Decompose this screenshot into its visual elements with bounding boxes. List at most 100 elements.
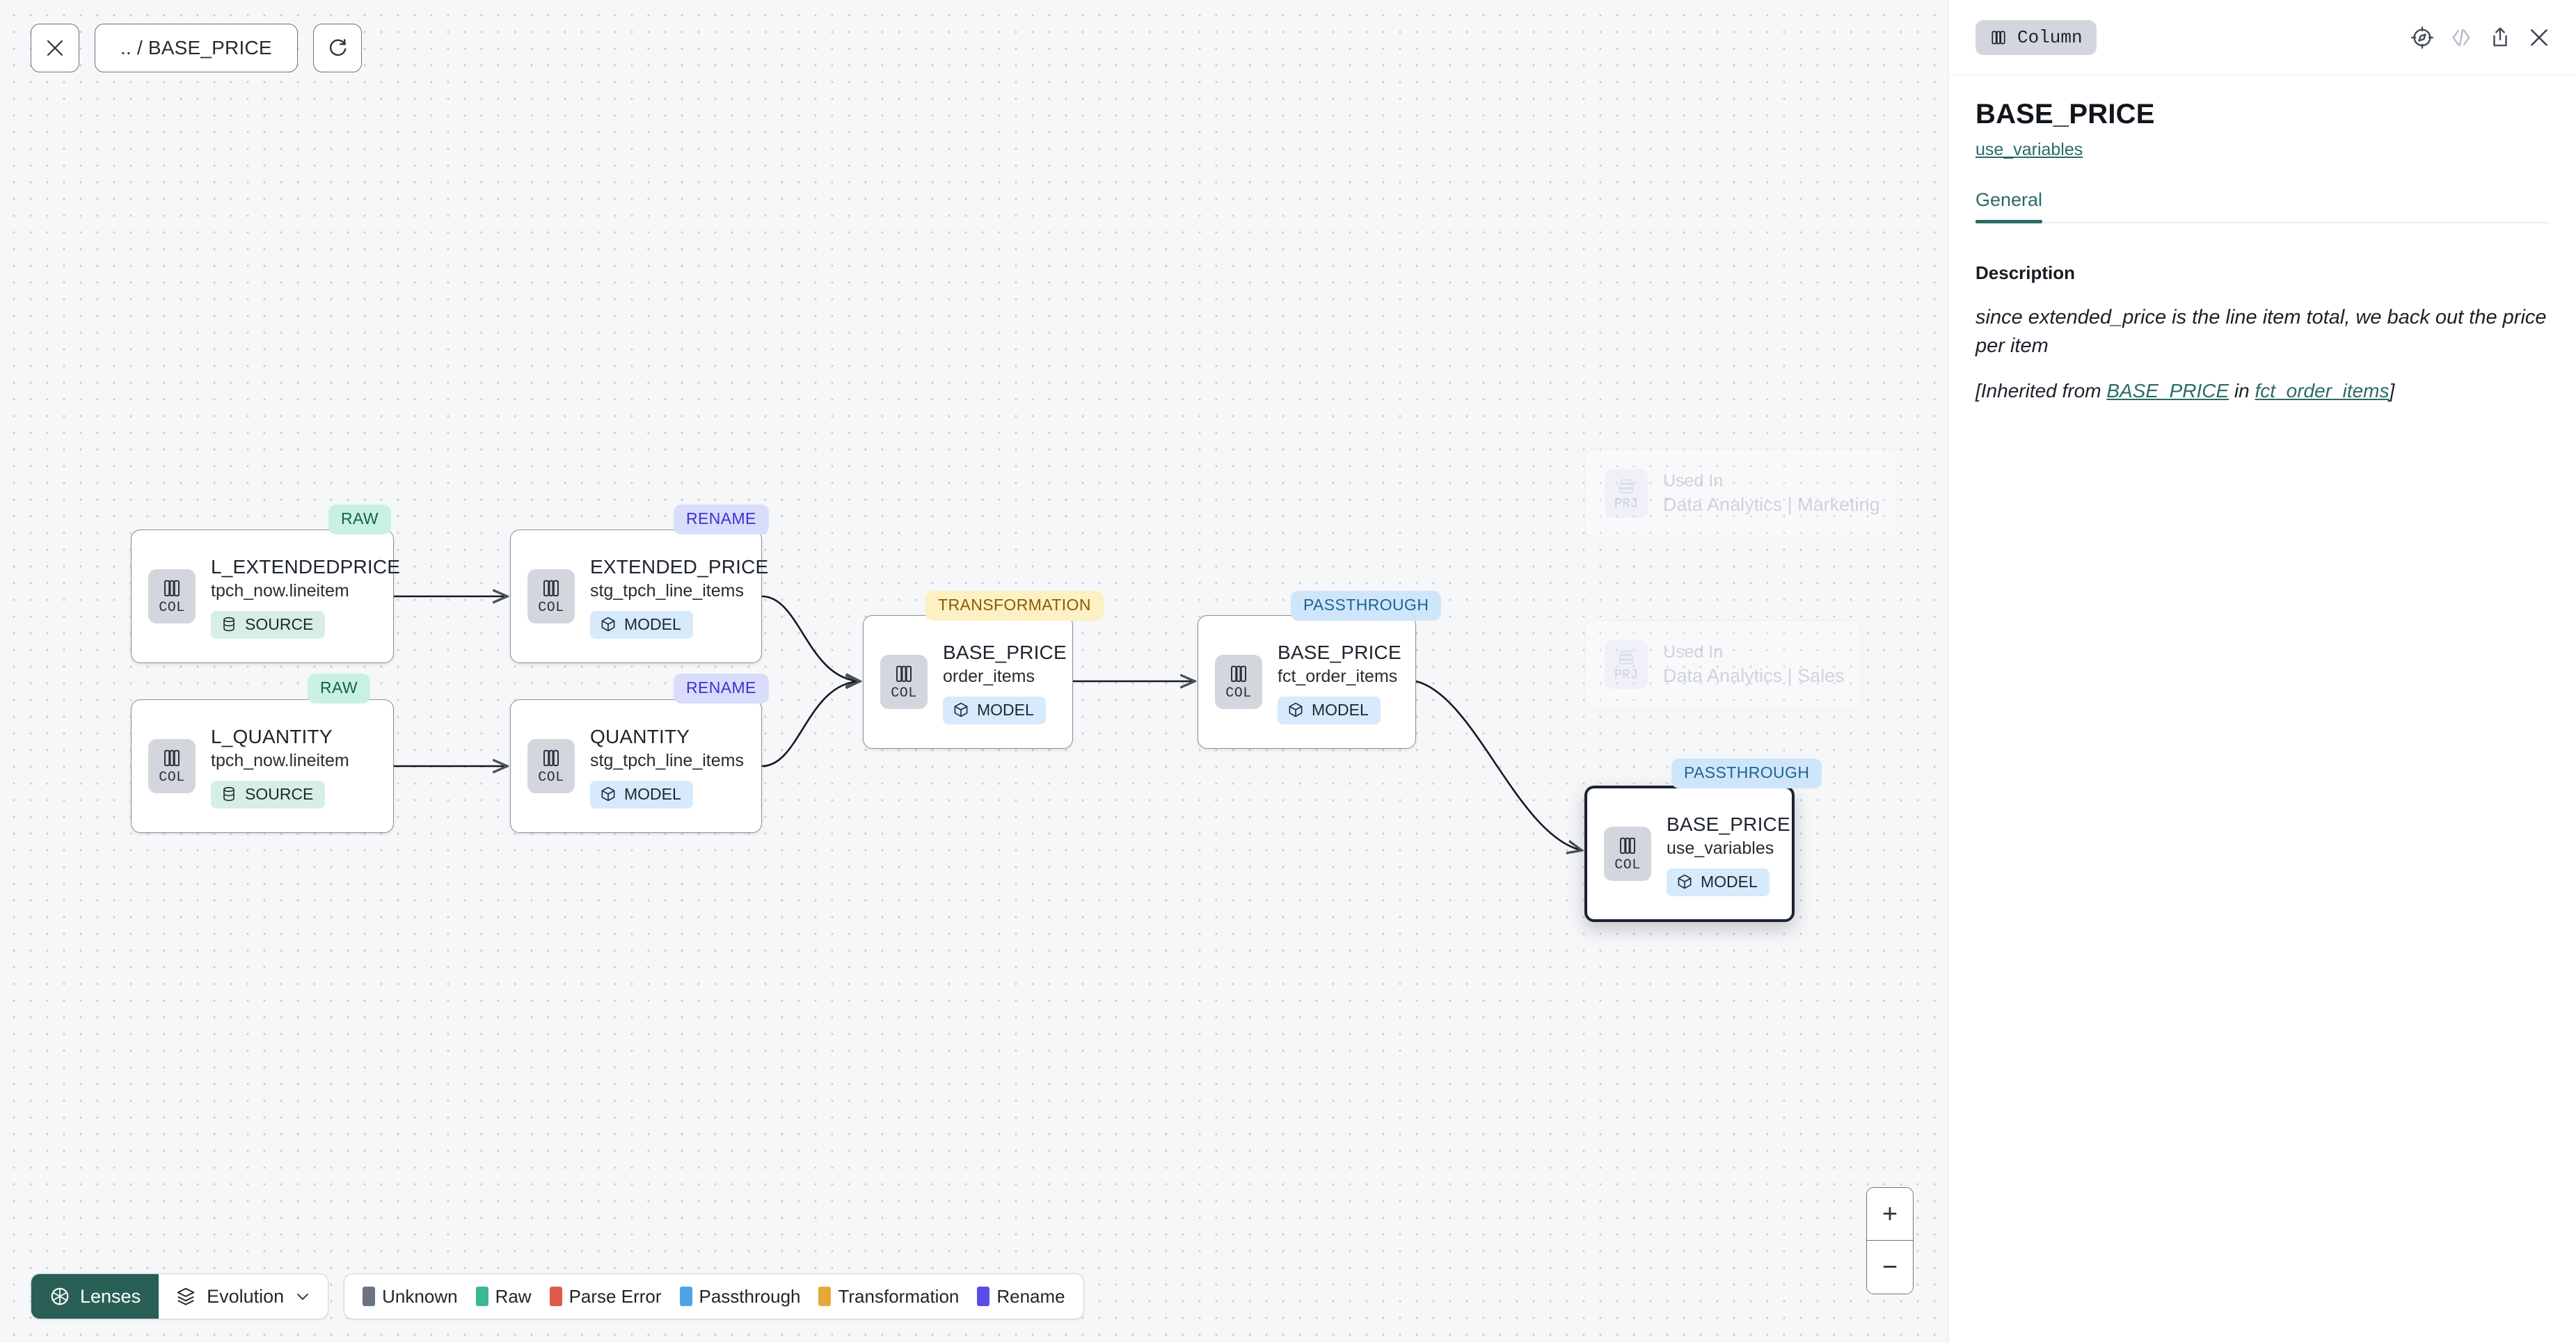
inherited-prefix: [Inherited from (1975, 380, 2107, 402)
close-icon (2531, 29, 2547, 46)
node-type-label: COL (538, 600, 564, 616)
share-icon (2493, 26, 2507, 47)
inherited-column-link[interactable]: BASE_PRICE (2106, 380, 2229, 402)
legend-item[interactable]: Parse Error (549, 1286, 662, 1308)
lens-badge-rename: RENAME (674, 674, 769, 704)
cube-icon (601, 787, 615, 802)
node-type-label: COL (1614, 857, 1641, 873)
panel-tabs: General (1975, 189, 2550, 224)
database-icon (223, 617, 234, 632)
project-icon (1619, 650, 1634, 665)
layers-icon (177, 1287, 195, 1305)
node-type-label: COL (159, 600, 185, 616)
node-kind-label: MODEL (1312, 700, 1369, 719)
node-kind-chip: MODEL (943, 696, 1046, 724)
legend-item[interactable]: Unknown (363, 1286, 458, 1308)
node-type-badge: COL (148, 569, 196, 623)
node-type-badge: COL (1215, 655, 1262, 709)
used-in-value: Data Analytics | Sales (1663, 665, 1845, 686)
legend-label: Transformation (838, 1285, 960, 1307)
node-type-label: COL (538, 770, 564, 786)
legend-swatch (475, 1287, 488, 1306)
node-body: QUANTITY stg_tpch_line_items MODEL (590, 724, 744, 809)
node-title: QUANTITY (590, 726, 690, 748)
column-icon (164, 749, 180, 766)
legend-label: Raw (495, 1285, 532, 1307)
view-code-button[interactable] (2449, 26, 2473, 49)
share-button[interactable] (2488, 26, 2512, 49)
refresh-button[interactable] (312, 24, 362, 72)
inherited-note: [Inherited from BASE_PRICE in fct_order_… (1975, 380, 2550, 402)
node-subtitle: stg_tpch_line_items (590, 751, 744, 771)
lenses-label: Lenses (80, 1285, 141, 1307)
parent-model-link[interactable]: use_variables (1975, 140, 2083, 159)
tab-general[interactable]: General (1975, 189, 2043, 224)
graph-node[interactable]: COL QUANTITY stg_tpch_line_items MODEL (510, 699, 762, 833)
breadcrumb[interactable]: .. / BASE_PRICE (95, 24, 298, 72)
legend-label: Rename (996, 1285, 1065, 1307)
details-panel-body: BASE_PRICE use_variables General Descrip… (1949, 75, 2576, 402)
node-title: BASE_PRICE (1667, 813, 1790, 836)
node-type-label: COL (1225, 685, 1252, 701)
close-graph-button[interactable] (31, 24, 79, 72)
description-text: since extended_price is the line item to… (1975, 306, 2547, 358)
project-badge: PRJ (1605, 469, 1648, 518)
canvas-toolbar: .. / BASE_PRICE (31, 24, 362, 72)
column-icon (1991, 30, 2005, 45)
evolution-label: Evolution (207, 1285, 285, 1307)
node-type-label: COL (159, 770, 185, 786)
explore-button[interactable] (2410, 26, 2434, 49)
cube-icon (1289, 703, 1303, 717)
node-subtitle: use_variables (1667, 839, 1774, 859)
legend-item[interactable]: Rename (977, 1286, 1065, 1308)
graph-node[interactable]: COL BASE_PRICE fct_order_items MODEL (1198, 615, 1416, 749)
legend-label: Passthrough (699, 1285, 801, 1307)
lens-badge-passthrough: PASSTHROUGH (1671, 758, 1822, 788)
legend-item[interactable]: Passthrough (679, 1285, 801, 1308)
lens-badge-raw: RAW (328, 504, 392, 534)
inherited-model-link[interactable]: fct_order_items (2255, 380, 2390, 402)
node-kind-chip: MODEL (590, 610, 693, 639)
node-kind-chip: MODEL (590, 780, 693, 809)
column-icon (164, 580, 180, 596)
legend-swatch (549, 1287, 562, 1306)
database-icon (223, 787, 234, 802)
zoom-out-button[interactable]: − (1867, 1241, 1913, 1294)
evolution-dropdown[interactable]: Evolution (159, 1274, 328, 1319)
node-type-badge: COL (1604, 827, 1651, 881)
node-title: BASE_PRICE (1278, 642, 1401, 664)
edge (1415, 680, 1582, 850)
panel-header-actions (2410, 26, 2551, 49)
aperture-icon (51, 1287, 69, 1305)
lens-badge-passthrough: PASSTHROUGH (1291, 591, 1442, 621)
project-type-label: PRJ (1614, 495, 1639, 511)
legend-item[interactable]: Raw (475, 1285, 532, 1308)
lenses-button[interactable]: Lenses (31, 1274, 159, 1319)
node-subtitle: tpch_now.lineitem (211, 581, 349, 601)
lens-badge-raw: RAW (308, 674, 371, 704)
node-title: BASE_PRICE (943, 642, 1067, 664)
close-panel-button[interactable] (2527, 26, 2551, 49)
legend-item[interactable]: Transformation (818, 1286, 959, 1308)
node-title: EXTENDED_PRICE (590, 556, 769, 578)
zoom-in-button[interactable]: + (1867, 1188, 1913, 1241)
legend-swatch (363, 1287, 376, 1306)
column-icon (543, 580, 559, 596)
entity-type-badge[interactable]: Column (1975, 19, 2097, 55)
cube-icon (601, 617, 615, 632)
node-body: BASE_PRICE fct_order_items MODEL (1278, 639, 1401, 724)
code-icon (2452, 28, 2470, 47)
node-subtitle: fct_order_items (1278, 667, 1398, 687)
